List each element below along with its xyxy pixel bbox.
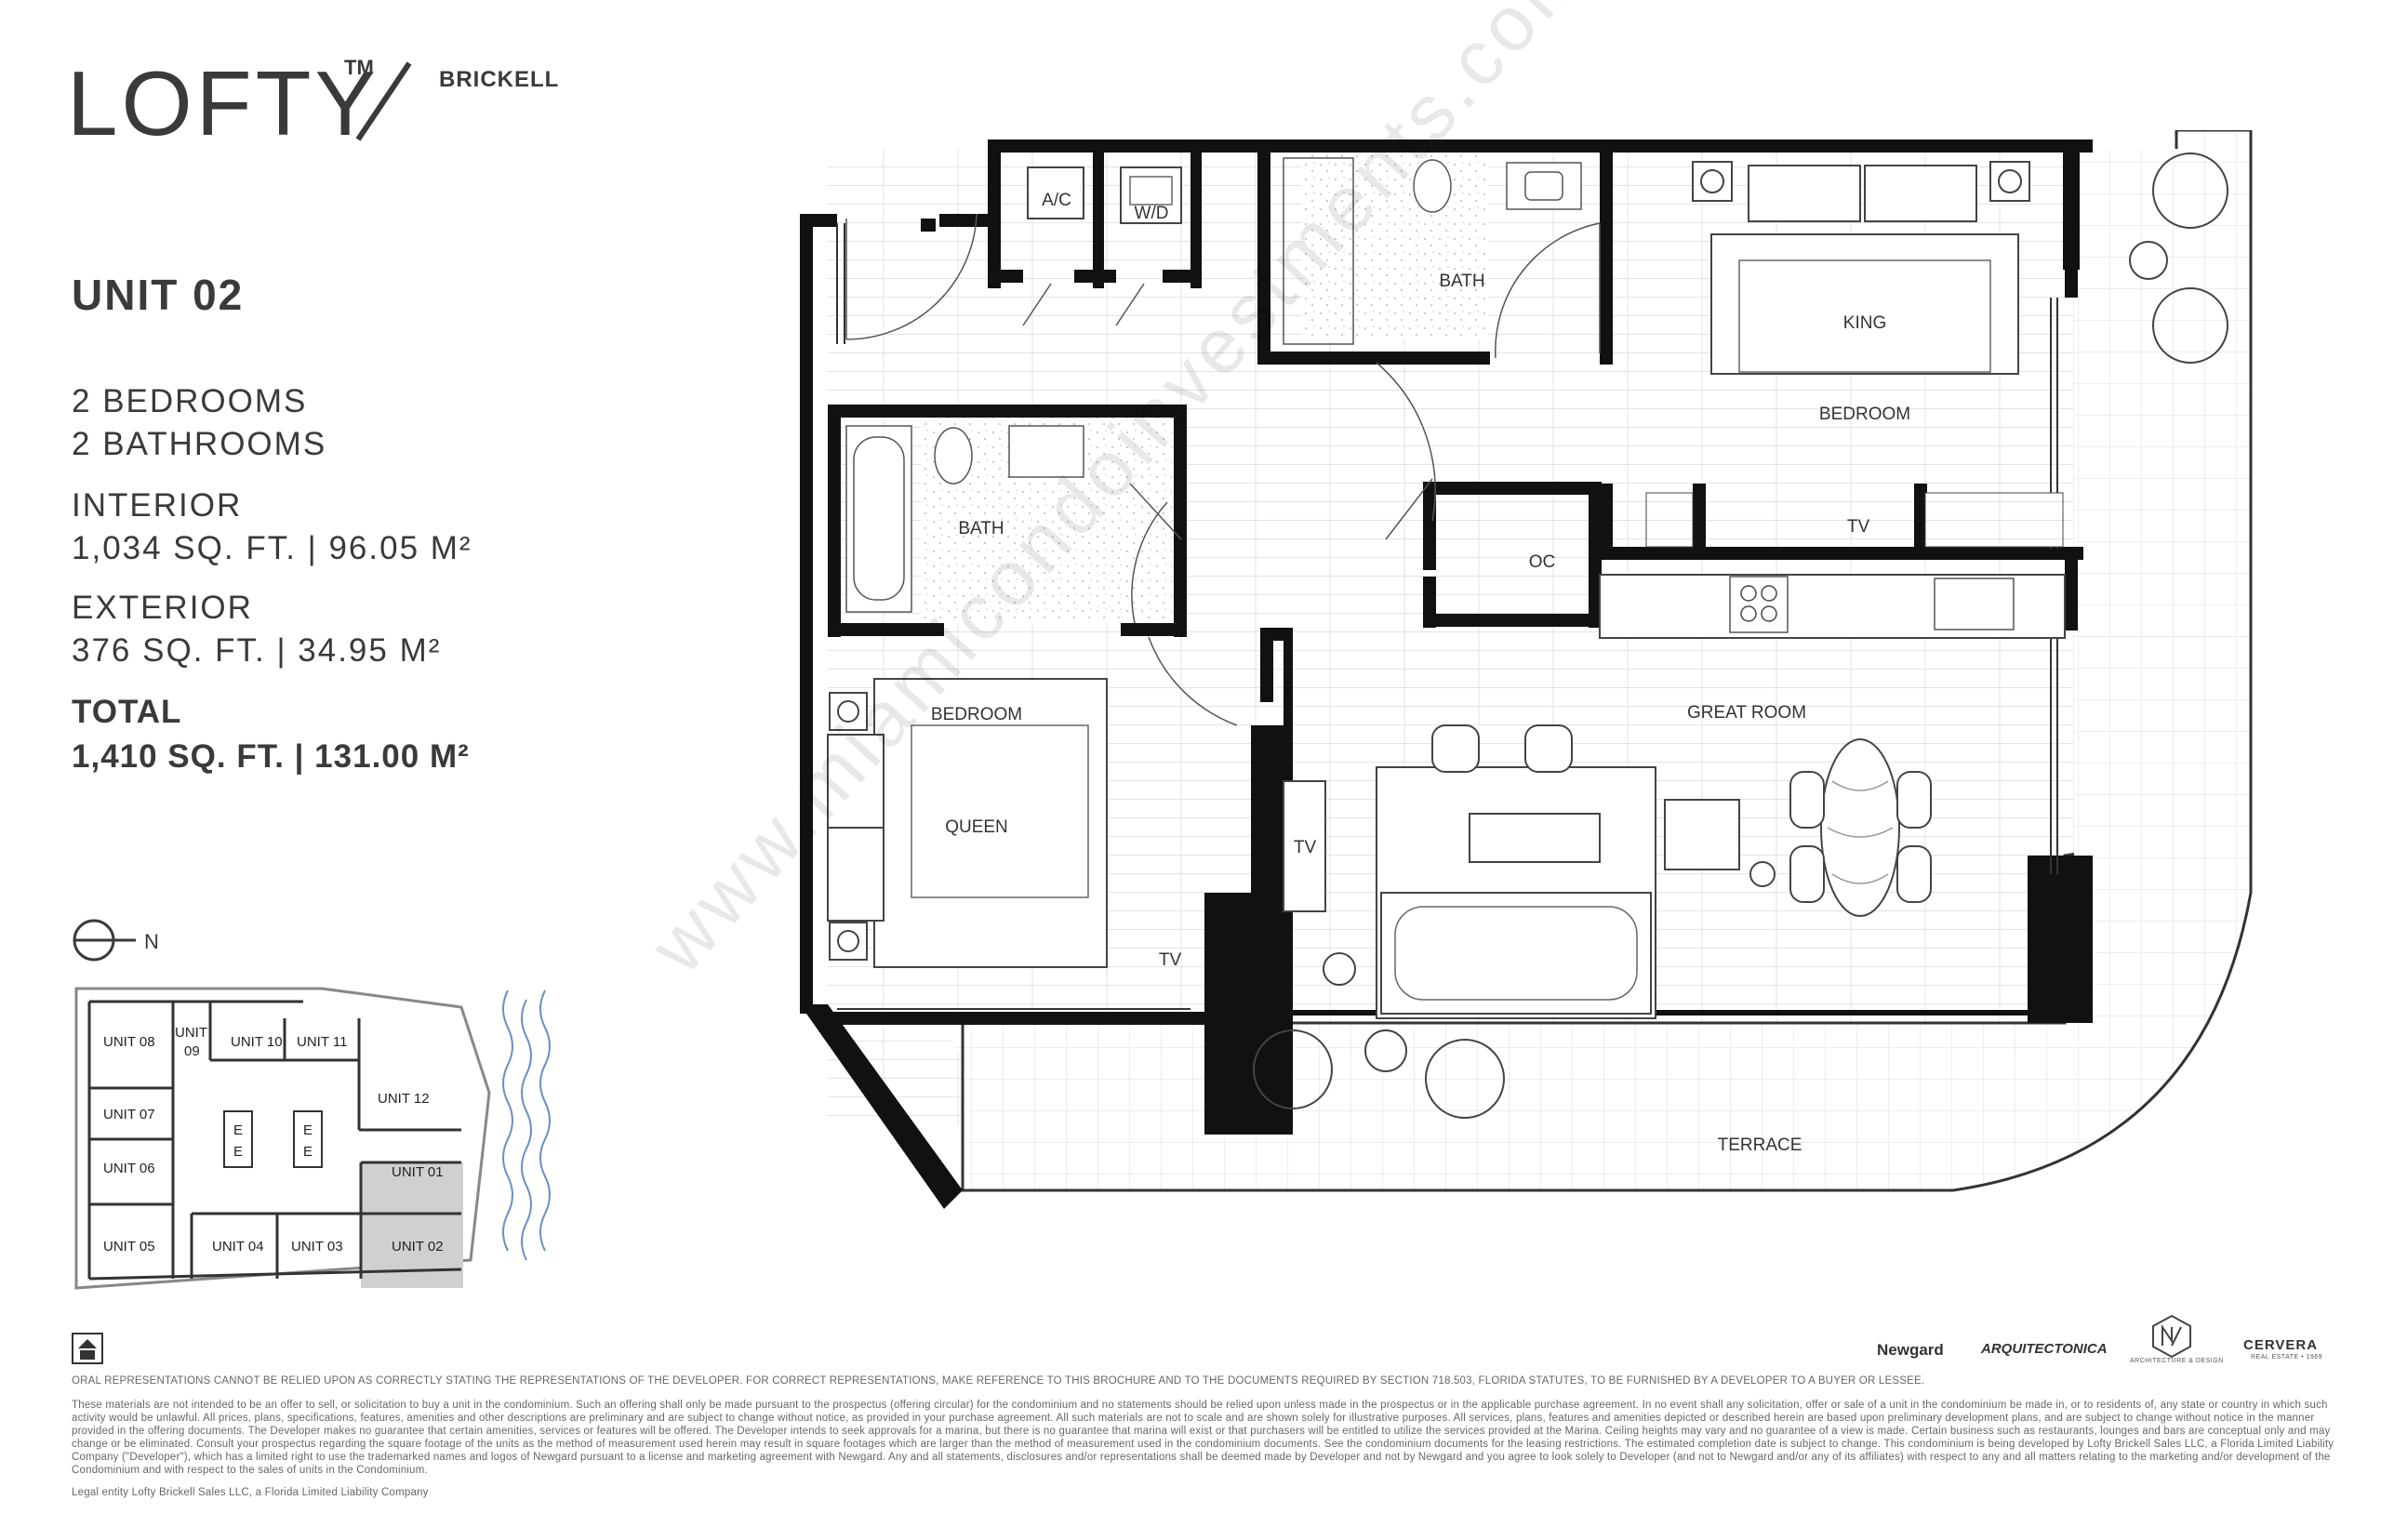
total-label: TOTAL (72, 694, 182, 730)
unit-title: UNIT 02 (72, 271, 245, 319)
room-label-terrace: TERRACE (1718, 1135, 1802, 1155)
keyplan-elevator-label: E (233, 1122, 243, 1138)
room-label-bedroom-1: BEDROOM (1819, 405, 1910, 424)
brand-nn-logo-icon (2152, 1314, 2191, 1359)
interior-label: INTERIOR (72, 487, 243, 524)
keyplan-elevator-label: E (303, 1144, 313, 1160)
compass-icon (73, 919, 136, 962)
brand-nn-caption: ARCHITECTURE & DESIGN (2130, 1358, 2224, 1364)
logo-trademark: TM (344, 56, 374, 79)
equal-housing-icon (72, 1333, 103, 1364)
room-label-bedroom-2: BEDROOM (931, 705, 1022, 724)
room-label-bath-2: BATH (958, 519, 1004, 538)
keyplan-unit-12: UNIT 12 (378, 1091, 430, 1107)
room-label-wd: W/D (1135, 204, 1169, 223)
brand-arquitectonica: ARQUITECTONICA (1981, 1341, 2108, 1357)
room-label-tv-1: TV (1847, 517, 1870, 537)
brand-cervera-caption: REAL ESTATE • 1969 (2251, 1354, 2323, 1361)
logo-wordmark: LOFTY (67, 52, 379, 154)
keyplan-unit-10: UNIT 10 (231, 1034, 283, 1050)
keyplan-unit-06: UNIT 06 (103, 1161, 155, 1176)
compass-north-label: N (144, 930, 159, 953)
exterior-label: EXTERIOR (72, 590, 253, 626)
room-label-great-room: GREAT ROOM (1687, 703, 1806, 723)
bedrooms-count: 2 BEDROOMS (72, 383, 308, 419)
keyplan-unit02-highlight (361, 1162, 463, 1288)
exterior-area: 376 SQ. FT. | 34.95 M² (72, 632, 442, 669)
room-label-bath-1: BATH (1439, 272, 1484, 291)
room-label-king: KING (1843, 313, 1886, 333)
floor-plan: A/C W/D BATH KING BEDROOM TV BATH OC BED… (800, 130, 2253, 1209)
total-area: 1,410 SQ. FT. | 131.00 M² (72, 738, 470, 775)
keyplan-unit-11: UNIT 11 (297, 1034, 347, 1050)
logo-slash-icon (355, 61, 412, 141)
brand-newgard: Newgard (1877, 1341, 1944, 1359)
bathrooms-count: 2 BATHROOMS (72, 426, 327, 462)
room-label-ac: A/C (1042, 191, 1071, 210)
room-label-queen: QUEEN (945, 817, 1008, 837)
room-label-tv-3: TV (1159, 950, 1182, 970)
logo-subtitle: BRICKELL (439, 67, 560, 92)
legal-disclaimer-oral: ORAL REPRESENTATIONS CANNOT BE RELIED UP… (72, 1375, 1925, 1387)
keyplan-unit-01: UNIT 01 (392, 1164, 444, 1180)
keyplan-unit-04: UNIT 04 (212, 1239, 264, 1255)
keyplan-unit-05: UNIT 05 (103, 1239, 155, 1255)
legal-disclaimer-body: These materials are not intended to be a… (72, 1400, 2334, 1476)
keyplan-unit-07: UNIT 07 (103, 1107, 155, 1122)
room-label-oc: OC (1529, 552, 1556, 572)
brand-cervera: CERVERA (2243, 1337, 2319, 1353)
keyplan-unit-09-line1: UNIT (175, 1025, 207, 1041)
keyplan-unit-02: UNIT 02 (392, 1239, 444, 1255)
keyplan-elevator-label: E (303, 1122, 313, 1138)
keyplan-unit-08: UNIT 08 (103, 1034, 155, 1050)
room-label-tv-2: TV (1294, 838, 1317, 857)
key-plan: UNIT 08 UNIT 09 UNIT 10 UNIT 11 UNIT 12 … (74, 987, 551, 1290)
keyplan-unit-03: UNIT 03 (291, 1239, 343, 1255)
legal-entity: Legal entity Lofty Brickell Sales LLC, a… (72, 1487, 429, 1498)
water-waves-icon (502, 989, 551, 1261)
keyplan-elevator-label: E (233, 1144, 243, 1160)
interior-area: 1,034 SQ. FT. | 96.05 M² (72, 530, 472, 566)
keyplan-unit-09-line2: 09 (184, 1043, 200, 1059)
